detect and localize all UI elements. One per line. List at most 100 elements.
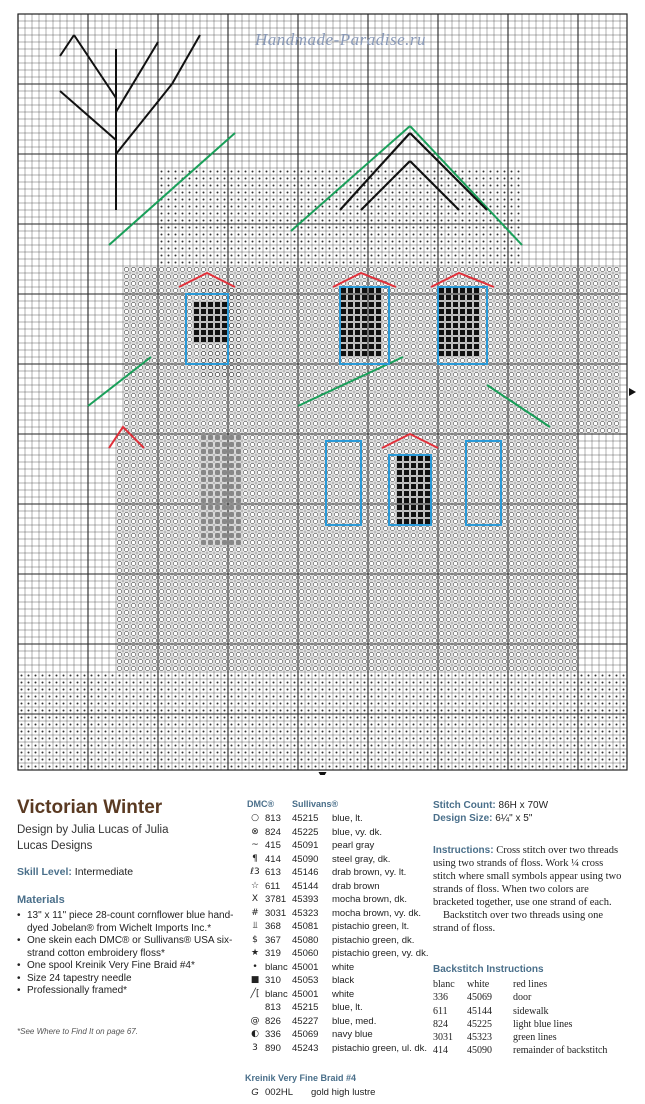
stitch-symbol: [438, 357, 444, 363]
stitch-symbol: [201, 637, 207, 643]
stitch-symbol: [145, 350, 151, 356]
stitch-symbol: [270, 448, 276, 454]
stitch-symbol: [328, 191, 331, 194]
stitch-symbol: [222, 385, 228, 391]
stitch-symbol: [159, 483, 165, 489]
stitch-symbol: [522, 294, 528, 300]
stitch-symbol: [503, 198, 506, 201]
stitch-symbol: [515, 476, 521, 482]
stitch-symbol: [550, 511, 556, 517]
stitch-symbol: [243, 651, 249, 657]
stitch-symbol: [578, 371, 584, 377]
stitch-symbol: [361, 497, 367, 503]
stitch-symbol: [305, 616, 311, 622]
stitch-symbol: [417, 630, 423, 636]
stitch-symbol: [494, 420, 500, 426]
stitch-symbol: [354, 490, 360, 496]
stitch-symbol: [536, 651, 542, 657]
stitch-symbol: [375, 525, 381, 531]
stitch-symbol: [145, 343, 151, 349]
stitch-symbol: [194, 364, 200, 370]
stitch-symbol: [277, 623, 283, 629]
stitch-symbol: [173, 658, 179, 664]
stitch-symbol: [333, 420, 339, 426]
stitch-symbol: [354, 511, 360, 517]
stitch-symbol: [578, 329, 584, 335]
stitch-symbol: [202, 240, 205, 243]
stitch-symbol: [473, 427, 479, 433]
stitch-symbol: [585, 350, 591, 356]
stitch-symbol: [250, 483, 256, 489]
stitch-symbol: [361, 322, 368, 329]
stitch-symbol: [117, 595, 123, 601]
stitch-symbol: [180, 301, 186, 307]
stitch-symbol: [222, 364, 228, 370]
stitch-symbol: [417, 266, 423, 272]
stitch-symbol: [403, 595, 409, 601]
stitch-symbol: [279, 198, 282, 201]
stitch-symbol: [543, 357, 549, 363]
stitch-symbol: [230, 170, 233, 173]
stitch-symbol: [173, 294, 179, 300]
stitch-symbol: [361, 518, 367, 524]
stitch-symbol: [229, 651, 235, 657]
stitch-symbol: [312, 630, 318, 636]
stitch-symbol: [585, 336, 591, 342]
stitch-symbol: [173, 665, 179, 671]
stitch-symbol: [167, 261, 170, 264]
stitch-symbol: [284, 378, 290, 384]
stitch-symbol: [433, 205, 436, 208]
stitch-symbol: [382, 553, 388, 559]
stitch-symbol: [194, 343, 200, 349]
stitch-symbol: [173, 462, 179, 468]
stitch-symbol: [145, 623, 151, 629]
stitch-symbol: [473, 504, 479, 510]
stitch-symbol: [167, 170, 170, 173]
stitch-symbol: [237, 247, 240, 250]
stitch-symbol: [501, 476, 507, 482]
stitch-symbol: [258, 191, 261, 194]
stitch-symbol: [244, 247, 247, 250]
stitch-symbol: [222, 420, 228, 426]
stitch-symbol: [410, 588, 416, 594]
stitch-symbol: [536, 315, 542, 321]
stitch-symbol: [180, 315, 186, 321]
stitch-symbol: [419, 226, 422, 229]
stitch-symbol: [250, 287, 256, 293]
stitch-symbol: [564, 301, 570, 307]
stitch-symbol: [124, 469, 130, 475]
stitch-symbol: [152, 651, 158, 657]
stitch-symbol: [382, 273, 388, 279]
stitch-symbol: [431, 595, 437, 601]
stitch-symbol: [377, 170, 380, 173]
stitch-symbol: [564, 665, 570, 671]
stitch-symbol: [356, 205, 359, 208]
stitch-symbol: [236, 630, 242, 636]
stitch-symbol: [298, 588, 304, 594]
stitch-symbol: [494, 483, 500, 489]
stitch-symbol: [298, 644, 304, 650]
stitch-symbol: [159, 427, 165, 433]
stitch-symbol: [571, 511, 577, 517]
stitch-symbol: [305, 567, 311, 573]
stitch-symbol: [494, 392, 500, 398]
stitch-symbol: [284, 406, 290, 412]
stitch-symbol: [515, 581, 521, 587]
stitch-symbol: [326, 336, 332, 342]
stitch-symbol: [124, 567, 130, 573]
stitch-symbol: [293, 261, 296, 264]
stitch-symbol: [208, 364, 214, 370]
stitch-symbol: [361, 469, 367, 475]
stitch-symbol: [321, 212, 324, 215]
stitch-symbol: [194, 392, 200, 398]
stitch-symbol: [243, 560, 249, 566]
stitch-symbol: [389, 553, 395, 559]
stitch-symbol: [291, 392, 297, 398]
stitch-symbol: [347, 371, 353, 377]
stitch-symbol: [243, 609, 249, 615]
stitch-symbol: [585, 294, 591, 300]
stitch-symbol: [270, 644, 276, 650]
stitch-symbol: [389, 308, 395, 314]
stitch-symbol: [152, 336, 158, 342]
stitch-symbol: [363, 254, 366, 257]
